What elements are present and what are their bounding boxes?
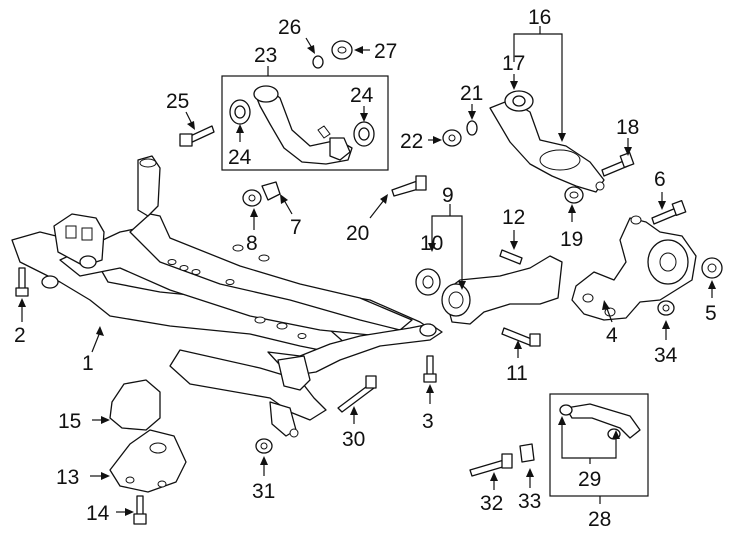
callout-2: 2 [14, 324, 26, 347]
callout-29: 29 [578, 468, 601, 491]
mount-15 [109, 379, 161, 431]
callout-13: 13 [56, 466, 79, 489]
nut-27 [331, 40, 353, 60]
callout-7: 7 [290, 216, 302, 239]
bushing-19 [564, 186, 584, 204]
callout-22: 22 [400, 130, 423, 153]
bolt-2 [15, 267, 29, 297]
knuckle-bushing-5 [701, 257, 723, 279]
callout-30: 30 [342, 428, 365, 451]
callout-15: 15 [58, 410, 81, 433]
bolt-32 [469, 453, 513, 477]
callout-labels: 1 2 3 4 5 6 7 8 9 10 11 12 13 14 15 16 1… [14, 6, 717, 531]
bolt-25 [179, 125, 215, 147]
bolt-3 [423, 355, 437, 383]
rear-knuckle [571, 215, 697, 321]
lower-arm-bushing [504, 90, 534, 112]
callout-33: 33 [518, 490, 541, 513]
callout-27: 27 [374, 40, 397, 63]
upper-arm-bushing-left [229, 99, 251, 125]
bolt-12 [499, 249, 523, 265]
callout-3: 3 [422, 410, 434, 433]
callout-14: 14 [86, 502, 110, 525]
callout-box-28 [549, 393, 649, 497]
callout-5: 5 [705, 302, 717, 325]
callout-34: 34 [654, 344, 678, 367]
callout-18: 18 [616, 116, 639, 139]
callout-21: 21 [460, 82, 483, 105]
bolt-14 [133, 495, 147, 525]
callout-9: 9 [442, 184, 454, 207]
callout-4: 4 [606, 324, 618, 347]
callout-32: 32 [480, 492, 503, 515]
bracket-13 [109, 429, 187, 493]
washer-21 [466, 120, 478, 136]
bolt-6 [651, 200, 687, 225]
clip-33 [519, 443, 535, 463]
bolt-18 [601, 152, 635, 177]
callout-31: 31 [252, 480, 275, 503]
nut-7 [261, 181, 281, 201]
callout-6: 6 [654, 168, 666, 191]
toe-arm-bushing [415, 268, 441, 296]
callout-28: 28 [588, 508, 611, 531]
bolt-11 [501, 327, 541, 347]
callout-17: 17 [502, 52, 525, 75]
callout-10: 10 [420, 232, 443, 255]
callout-11: 11 [506, 362, 528, 385]
callout-box-23 [221, 75, 389, 171]
upper-arm-bushing-right [353, 121, 375, 147]
nut-31 [255, 438, 273, 454]
nut-8 [242, 189, 262, 207]
callout-23: 23 [254, 44, 277, 67]
callout-8: 8 [246, 232, 258, 255]
toe-control-arm [441, 255, 563, 325]
bolt-20 [391, 175, 427, 197]
upper-control-arm [253, 85, 353, 165]
callout-26: 26 [278, 16, 301, 39]
callout-1: 1 [82, 352, 94, 375]
callout-24-right: 24 [350, 84, 374, 107]
nut-34 [657, 300, 675, 316]
callout-16: 16 [528, 6, 551, 29]
callout-25: 25 [166, 90, 189, 113]
leader-lines [18, 26, 716, 516]
bolt-30 [337, 375, 377, 413]
callout-20: 20 [346, 222, 369, 245]
callout-19: 19 [560, 228, 583, 251]
washer-26 [312, 55, 324, 69]
callout-24-left: 24 [228, 146, 252, 169]
rear-subframe [11, 155, 443, 438]
nut-22 [442, 129, 462, 147]
callout-12: 12 [502, 206, 525, 229]
lower-arm-spring-seat [489, 99, 605, 193]
